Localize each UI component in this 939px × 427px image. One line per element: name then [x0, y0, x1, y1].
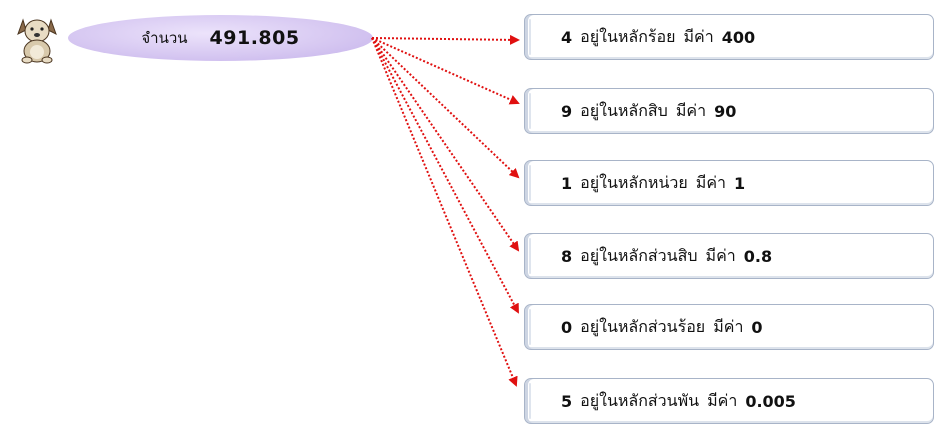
arrow-to-tens [371, 37, 520, 105]
place-value: 1 [734, 173, 746, 193]
number-value: 491.805 [209, 27, 300, 49]
place-digit: 5 [561, 391, 573, 411]
place-digit: 1 [561, 173, 573, 193]
place-value: 400 [721, 27, 756, 47]
number-label: จำนวน [141, 29, 188, 47]
place-box-tens: 9 อยู่ในหลักสิบ มีค่า 90 [524, 88, 934, 134]
value-label: มีค่า [707, 390, 738, 410]
place-box-ones: 1 อยู่ในหลักหน่วย มีค่า 1 [524, 160, 934, 206]
cartoon-dog-icon [17, 18, 57, 64]
arrow-to-ones [371, 37, 520, 179]
place-text: อยู่ในหลักส่วนร้อย [580, 316, 706, 336]
place-digit: 0 [561, 317, 573, 337]
place-box-hundredths: 0 อยู่ในหลักส่วนร้อย มีค่า 0 [524, 304, 934, 350]
value-label: มีค่า [695, 172, 726, 192]
value-label: มีค่า [683, 26, 714, 46]
value-label: มีค่า [713, 316, 744, 336]
place-text: อยู่ในหลักส่วนสิบ [580, 245, 698, 265]
place-box-hundreds: 4 อยู่ในหลักร้อย มีค่า 400 [524, 14, 934, 60]
place-digit: 8 [561, 246, 573, 266]
arrow-to-thousandths [371, 37, 518, 387]
place-text: อยู่ในหลักสิบ [580, 100, 668, 120]
place-box-thousandths: 5 อยู่ในหลักส่วนพัน มีค่า 0.005 [524, 378, 934, 424]
place-digit: 4 [561, 27, 573, 47]
place-text: อยู่ในหลักร้อย [580, 26, 676, 46]
value-label: มีค่า [705, 245, 736, 265]
place-text: อยู่ในหลักหน่วย [580, 172, 688, 192]
place-digit: 9 [561, 101, 573, 121]
place-value: 0.005 [745, 391, 796, 411]
arrow-to-hundredths [371, 37, 519, 314]
place-text: อยู่ในหลักส่วนพัน [580, 390, 700, 410]
place-value: 0 [751, 317, 763, 337]
place-value: 0.8 [743, 246, 773, 266]
arrow-to-tenths [371, 37, 520, 252]
arrow-to-hundreds [371, 34, 520, 45]
number-ellipse: จำนวน 491.805 [68, 15, 373, 61]
value-label: มีค่า [675, 100, 707, 120]
place-box-tenths: 8 อยู่ในหลักส่วนสิบ มีค่า 0.8 [524, 233, 934, 279]
place-value: 90 [714, 101, 737, 121]
